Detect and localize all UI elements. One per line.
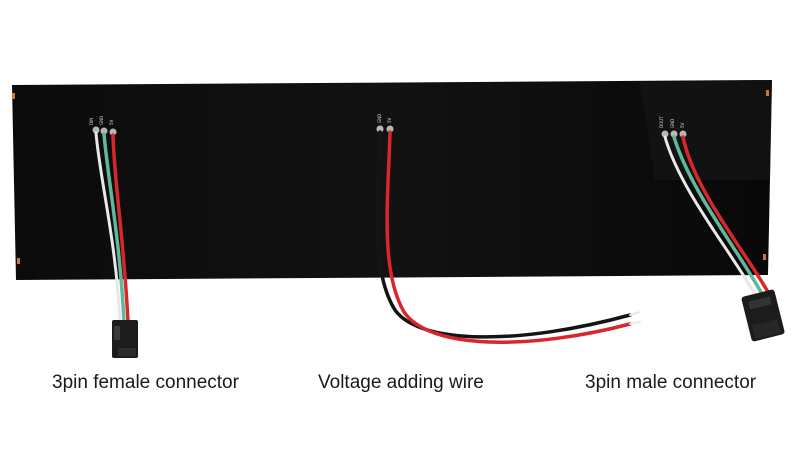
solder-pad <box>376 125 384 133</box>
pad-label-gnd: GND <box>377 114 382 123</box>
pad-label-din: DIN <box>89 118 94 125</box>
female-connector <box>112 320 138 358</box>
stripped-wire-end <box>629 321 641 325</box>
solder-pad <box>679 130 687 138</box>
edge-contact-bottom-right <box>763 254 766 260</box>
wire-white <box>663 135 758 298</box>
pad-label-gnd: GND <box>99 116 104 125</box>
wire-green <box>102 132 126 324</box>
female-connector-latch <box>114 326 120 340</box>
solder-pad <box>386 125 394 133</box>
left-wire-bundle <box>94 131 130 324</box>
pad-label-dout: DOUT <box>659 116 664 128</box>
edge-contact-top-right <box>766 90 769 96</box>
right-solder-pads: DOUT GND 5V <box>659 116 687 138</box>
left-solder-pads: DIN GND 5V <box>89 116 117 136</box>
female-connector-caption: 3pin female connector <box>52 372 239 393</box>
pad-label-5v: 5V <box>387 117 392 123</box>
female-connector-face <box>118 348 136 356</box>
voltage-wire-caption: Voltage adding wire <box>318 372 484 393</box>
panel-highlight <box>640 80 772 180</box>
pad-label-gnd: GND <box>670 119 675 128</box>
wire-green <box>672 135 764 296</box>
male-connector-face <box>752 319 781 340</box>
wire-white <box>94 131 122 324</box>
solder-pad <box>109 128 117 136</box>
male-connector <box>741 289 785 342</box>
male-connector-caption: 3pin male connector <box>585 372 757 393</box>
wire-red <box>681 135 770 294</box>
pad-label-5v: 5V <box>680 122 685 128</box>
solder-pad <box>100 127 108 135</box>
edge-contact-bottom-left <box>17 258 20 264</box>
voltage-adding-wire <box>375 130 641 344</box>
solder-pad <box>661 130 669 138</box>
wire-red <box>385 130 632 344</box>
right-wire-bundle <box>663 135 770 298</box>
solder-pad <box>92 126 100 134</box>
wire-red <box>111 133 130 324</box>
male-connector-latch <box>748 296 772 310</box>
led-panel <box>12 80 772 280</box>
solder-pad <box>670 130 678 138</box>
stripped-wire-end <box>629 311 641 316</box>
edge-contact-top-left <box>12 93 15 99</box>
middle-solder-pads: GND 5V <box>376 114 394 133</box>
wire-black <box>375 130 632 339</box>
pad-label-5v: 5V <box>109 119 114 125</box>
